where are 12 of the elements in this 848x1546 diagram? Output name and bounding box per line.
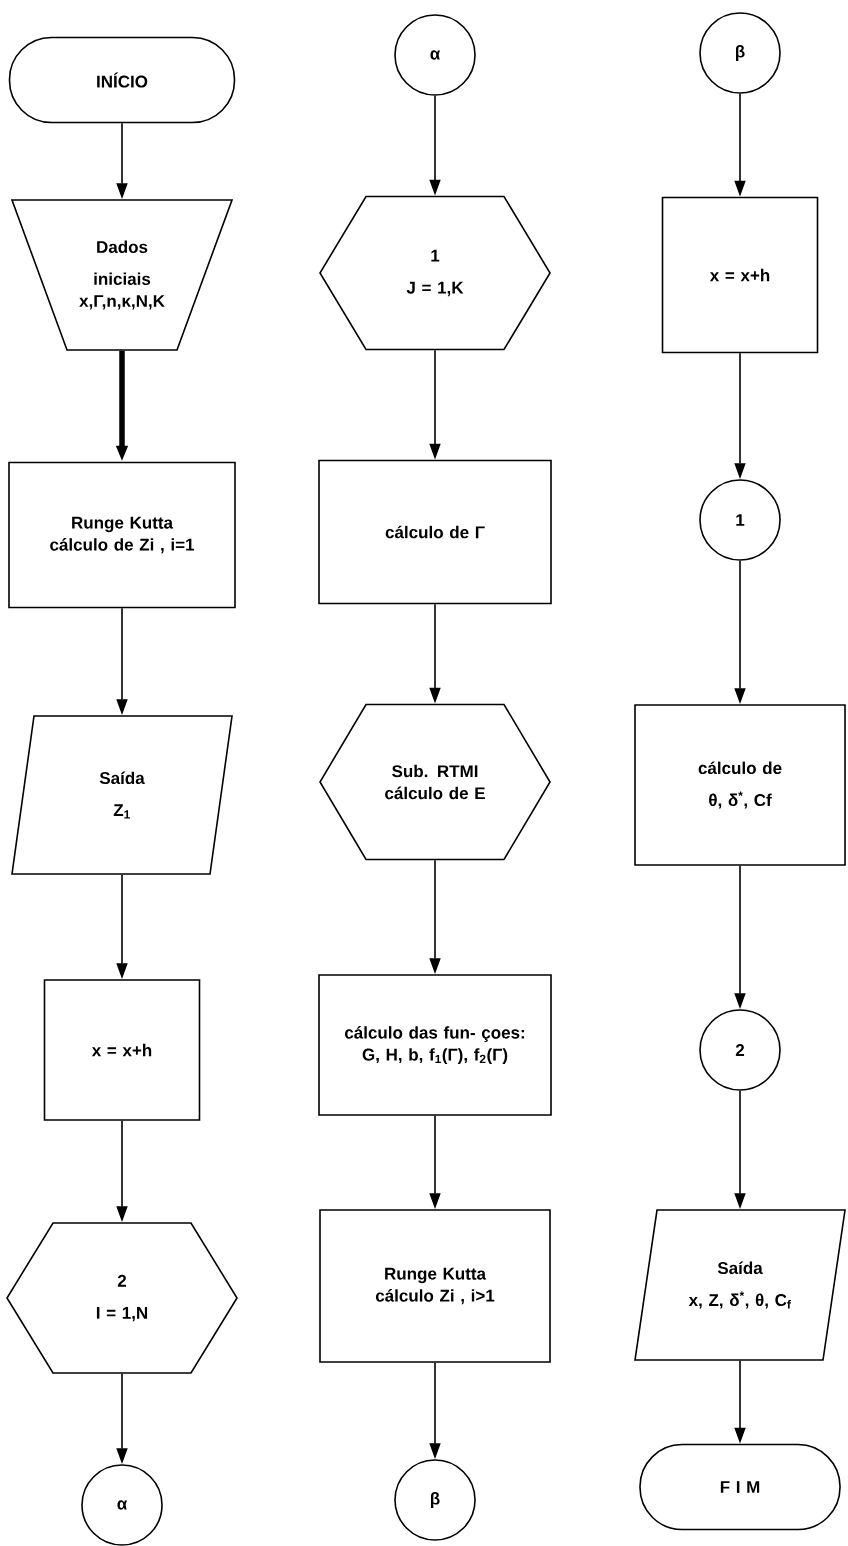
process-box: Runge Kutta cálculo de Zi , i=1: [8, 461, 236, 609]
process-box: cálculo das fun- çoes: G, H, b, f$_{1}$(Γ), f$_{2}$(Γ): [318, 974, 552, 1116]
process-box: cálculo de θ, δ$^{*}$, Cf: [634, 704, 846, 866]
process-box: x = x+h: [43, 979, 201, 1121]
process-box: cálculo de Γ: [318, 459, 552, 605]
loop-hexagon: Sub. RTMI cálculo de E: [319, 703, 551, 861]
loop-hexagon: 2 I = 1,N: [6, 1222, 238, 1374]
io-parallelogram: Saída x, Z, δ$^{*}$, θ, C$_{f}$: [634, 1209, 846, 1361]
io-parallelogram: Saída Z$_{1}$: [11, 715, 233, 875]
process-box: x = x+h: [661, 196, 819, 354]
loop-hexagon: 1 J = 1,K: [319, 195, 551, 351]
process-box: Runge Kutta cálculo Zi , i>1: [319, 1209, 551, 1363]
